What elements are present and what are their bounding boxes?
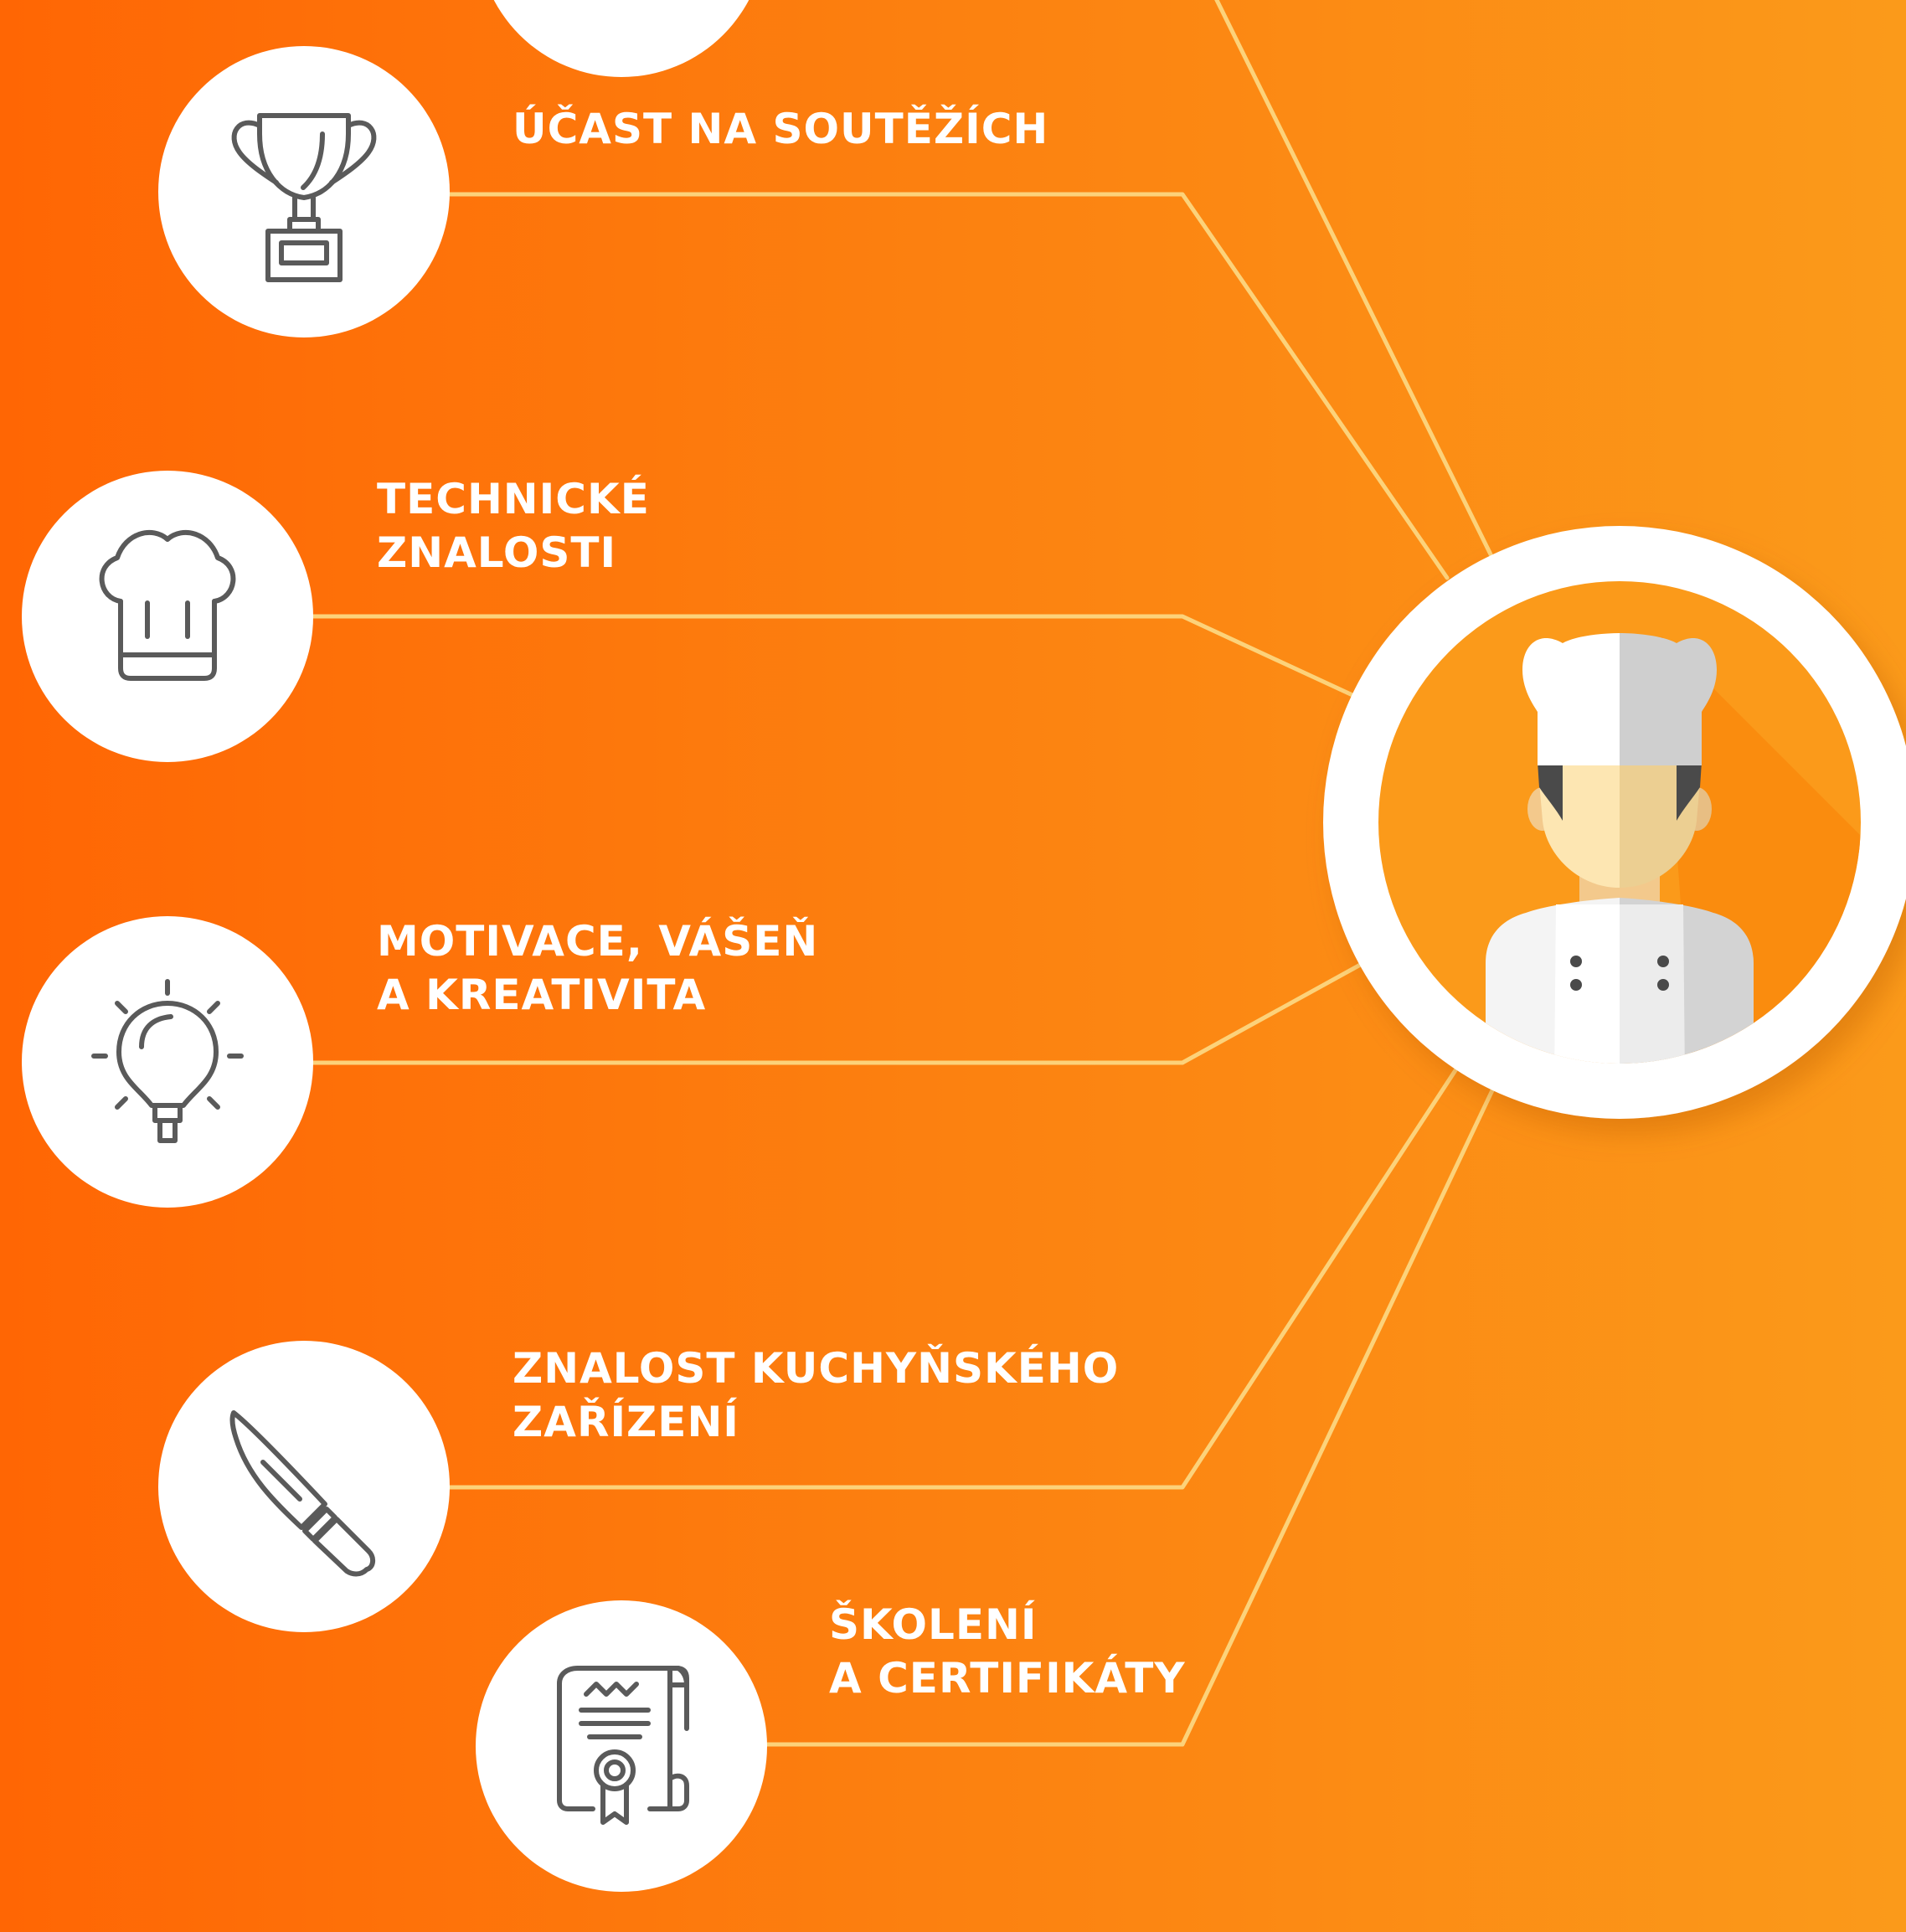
trophy-icon — [231, 113, 377, 282]
skill-label-line: A KREATIVITA — [377, 971, 707, 1019]
lightbulb-icon — [91, 979, 244, 1143]
skill-label-competitions: ÚČAST NA SOUTĚŽÍCH — [513, 102, 1048, 156]
connector-lines — [309, 0, 1495, 1747]
partial-top-circle — [493, 0, 750, 77]
skill-label-line: ZNALOST KUCHYŇSKÉHO — [513, 1344, 1120, 1393]
skill-label-line: ZNALOSTI — [377, 528, 617, 577]
skill-label-line: ZAŘÍZENÍ — [513, 1398, 739, 1446]
center-node — [1323, 526, 1906, 1119]
skill-label-kitchen-equipment: ZNALOST KUCHYŇSKÉHO ZAŘÍZENÍ — [513, 1342, 1119, 1449]
skill-node-training — [476, 1600, 767, 1892]
connector-line-motivation — [309, 961, 1366, 1065]
skill-label-technical-knowledge: TECHNICKÉ ZNALOSTI — [377, 472, 650, 580]
knife-icon — [229, 1410, 375, 1577]
chef-hat-icon — [99, 530, 236, 681]
skill-label-training: ŠKOLENÍ A CERTIFIKÁTY — [829, 1598, 1186, 1705]
connector-line-competitions — [446, 192, 1450, 580]
skill-label-line: TECHNICKÉ — [377, 475, 650, 523]
skill-node-competitions — [158, 46, 450, 337]
connector-line-top — [1214, 0, 1493, 557]
connector-line-technical-knowledge — [309, 614, 1355, 698]
skill-node-kitchen-equipment — [158, 1341, 450, 1632]
certificate-icon — [557, 1666, 689, 1825]
skill-node-technical-knowledge — [22, 471, 313, 762]
skill-label-line: A CERTIFIKÁTY — [829, 1654, 1186, 1703]
connector-line-kitchen-equipment — [446, 1068, 1458, 1490]
skill-label-line: ÚČAST NA SOUTĚŽÍCH — [513, 105, 1049, 153]
connector-line-training — [763, 1088, 1495, 1747]
skill-label-line: MOTIVACE, VÁŠEŇ — [377, 917, 819, 966]
skill-label-motivation: MOTIVACE, VÁŠEŇ A KREATIVITA — [377, 914, 818, 1022]
skill-node-motivation — [22, 916, 313, 1208]
skill-label-line: ŠKOLENÍ — [829, 1600, 1038, 1649]
